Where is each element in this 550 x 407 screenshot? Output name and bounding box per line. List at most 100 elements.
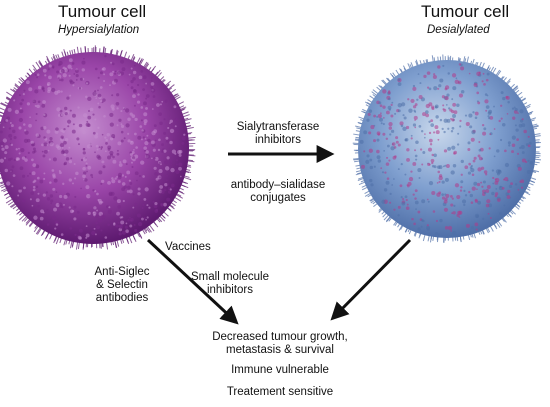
surface-dot bbox=[92, 131, 96, 135]
surface-dot bbox=[415, 158, 418, 161]
surface-dot bbox=[43, 149, 48, 154]
surface-dot bbox=[156, 103, 160, 107]
surface-dot bbox=[433, 153, 437, 158]
surface-dot bbox=[19, 107, 22, 110]
surface-dot bbox=[121, 67, 126, 72]
surface-dot bbox=[94, 233, 97, 236]
surface-dot bbox=[71, 62, 75, 65]
surface-dot bbox=[130, 219, 133, 222]
surface-dot bbox=[153, 204, 158, 209]
surface-dot bbox=[74, 195, 77, 198]
surface-dot bbox=[117, 221, 120, 224]
surface-dot bbox=[133, 148, 135, 151]
surface-dot bbox=[83, 171, 87, 175]
surface-dot bbox=[119, 225, 123, 230]
surface-dot bbox=[134, 202, 138, 207]
surface-dot bbox=[56, 70, 60, 74]
surface-dot bbox=[463, 189, 466, 192]
surface-dot bbox=[59, 205, 63, 209]
surface-dot bbox=[476, 182, 481, 187]
surface-dot bbox=[92, 189, 95, 192]
surface-dot bbox=[150, 76, 153, 79]
surface-dot bbox=[94, 118, 97, 121]
surface-dot bbox=[35, 185, 39, 189]
surface-dot bbox=[173, 105, 177, 109]
surface-dot bbox=[118, 163, 123, 167]
surface-dot bbox=[397, 168, 400, 171]
surface-dot bbox=[140, 160, 145, 165]
surface-dot bbox=[67, 64, 72, 69]
surface-dot bbox=[380, 122, 383, 125]
surface-dot bbox=[457, 80, 462, 85]
surface-dot bbox=[163, 118, 166, 121]
surface-dot bbox=[471, 186, 476, 191]
surface-dot bbox=[387, 105, 392, 110]
surface-dot bbox=[459, 125, 462, 128]
surface-dot bbox=[85, 233, 90, 238]
surface-dot bbox=[140, 119, 143, 122]
surface-dot bbox=[46, 223, 50, 226]
surface-dot bbox=[93, 206, 97, 210]
surface-dot bbox=[126, 185, 131, 190]
surface-dot bbox=[124, 175, 127, 178]
surface-dot bbox=[430, 123, 435, 127]
surface-dot bbox=[495, 187, 498, 190]
surface-dot bbox=[160, 189, 165, 195]
surface-dot bbox=[94, 134, 99, 139]
surface-dot bbox=[101, 133, 104, 136]
surface-dot bbox=[122, 199, 125, 203]
arrow-left-to-outcome bbox=[146, 238, 239, 325]
surface-dot bbox=[450, 170, 455, 175]
surface-dot bbox=[174, 152, 177, 155]
surface-dot bbox=[469, 193, 473, 198]
surface-dot bbox=[66, 119, 72, 124]
surface-dot bbox=[117, 141, 122, 146]
surface-dot bbox=[101, 179, 105, 184]
surface-dot bbox=[426, 198, 429, 201]
surface-dot bbox=[161, 143, 165, 147]
surface-dot bbox=[69, 80, 74, 85]
surface-dot bbox=[78, 87, 82, 90]
surface-dot bbox=[120, 59, 125, 64]
surface-dot bbox=[369, 165, 374, 170]
surface-dot bbox=[444, 226, 449, 230]
surface-dot bbox=[72, 182, 74, 185]
surface-dot bbox=[116, 175, 119, 178]
surface-dot bbox=[132, 206, 135, 209]
surface-dot bbox=[386, 156, 389, 159]
surface-dot bbox=[52, 187, 56, 191]
surface-dot bbox=[141, 129, 144, 132]
surface-dot bbox=[415, 208, 417, 211]
surface-dot bbox=[98, 170, 103, 175]
surface-dot bbox=[388, 126, 393, 130]
surface-dot bbox=[506, 113, 509, 115]
surface-dot bbox=[143, 112, 148, 117]
surface-dot bbox=[23, 89, 26, 92]
surface-dot bbox=[169, 140, 173, 145]
surface-dot bbox=[484, 99, 489, 104]
surface-dot bbox=[430, 158, 435, 163]
surface-dot bbox=[117, 205, 122, 209]
surface-dot bbox=[60, 90, 63, 93]
surface-dot bbox=[424, 136, 426, 139]
surface-dot bbox=[170, 167, 175, 173]
surface-dot bbox=[170, 183, 175, 188]
surface-dot bbox=[125, 229, 129, 233]
surface-dot bbox=[56, 107, 61, 112]
surface-dot bbox=[115, 101, 120, 106]
surface-dot bbox=[485, 105, 490, 109]
surface-dot bbox=[152, 95, 156, 98]
surface-dot bbox=[504, 162, 510, 168]
surface-dot bbox=[95, 144, 99, 148]
surface-dot bbox=[473, 181, 478, 186]
surface-dot bbox=[116, 211, 120, 216]
surface-dot bbox=[18, 126, 22, 130]
surface-dot bbox=[442, 104, 445, 107]
surface-dot bbox=[402, 114, 405, 117]
surface-dot bbox=[104, 136, 107, 139]
surface-dot bbox=[121, 187, 126, 192]
surface-dot bbox=[447, 146, 452, 151]
right-tumour-cell bbox=[352, 54, 542, 243]
surface-dot bbox=[166, 156, 170, 160]
surface-dot bbox=[158, 169, 163, 174]
